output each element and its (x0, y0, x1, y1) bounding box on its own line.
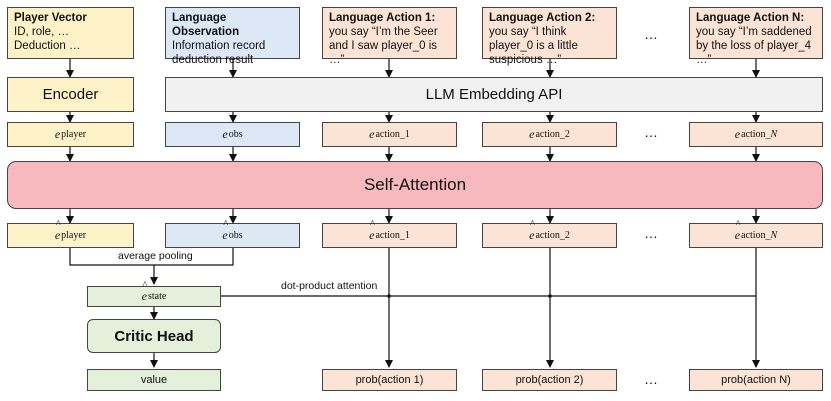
language-observation-input: Language Observation Information record … (165, 7, 300, 66)
embedding-action-1-index: 1 (404, 129, 410, 140)
embedding-action-1-prefix: action_ (375, 129, 405, 140)
input-ellipsis: … (644, 26, 659, 42)
contextual-embedding-action-1-prefix: action_ (375, 230, 405, 241)
player-vector-input: Player Vector ID, role, … Deduction … (7, 7, 134, 59)
contextual-embedding-action-1-index: 1 (404, 230, 410, 241)
prob-action-n-output: prob(action N) (689, 369, 823, 391)
embedding-action-1-symbol: e (369, 127, 375, 141)
language-action-n-text: you say “I’m saddened by the loss of pla… (696, 26, 812, 66)
language-action-n-input: Language Action N: you say “I’m saddened… (689, 7, 823, 66)
embedding-action-n-symbol: e (734, 127, 741, 141)
encoder-module: Encoder (7, 77, 134, 112)
language-action-1-input: Language Action 1: you say “I’m the Seer… (322, 7, 457, 66)
embedding-action-2-index: 2 (564, 129, 570, 140)
language-action-2-title: Language Action 2: (489, 12, 596, 24)
contextual-embedding-action-n-prefix: action_ (741, 230, 771, 241)
contextual-embedding-action-2-symbol: e (529, 219, 535, 243)
language-action-1-title: Language Action 1: (329, 12, 436, 24)
embedding-action-n-prefix: action_ (741, 129, 771, 140)
embedding-action-2-symbol: e (529, 127, 535, 141)
language-action-2-text: you say “I think player_0 is a little su… (489, 26, 578, 66)
embedding-player-symbol: e (54, 127, 61, 141)
language-action-n-title: Language Action N: (696, 12, 805, 24)
contextual-embedding-action-1-symbol: e (369, 219, 375, 243)
average-pooling-label: average pooling (118, 250, 193, 262)
language-observation-line-2: deduction result (172, 54, 254, 66)
state-embedding-subscript: state (148, 291, 167, 302)
output-ellipsis: … (644, 371, 659, 387)
value-output: value (87, 369, 221, 391)
player-vector-line-2: Deduction … (14, 40, 81, 52)
language-observation-title: Language Observation (172, 12, 240, 38)
language-action-1-text: you say “I’m the Seer and I saw player_0… (329, 26, 438, 66)
language-action-2-input: Language Action 2: you say “I think play… (482, 7, 617, 66)
contextual-embedding-action-2-prefix: action_ (535, 230, 565, 241)
embedding-obs-symbol: e (222, 127, 228, 141)
embedding-action-n-index: N (770, 129, 778, 140)
contextual-embedding-player-symbol: e (55, 219, 61, 243)
embedding-ellipsis: … (644, 124, 659, 140)
llm-embedding-api-module: LLM Embedding API (165, 77, 823, 112)
prob-action-1-output: prob(action 1) (322, 369, 457, 391)
embedding-player-subscript: player (61, 129, 87, 140)
language-observation-line-1: Information record (172, 40, 266, 52)
self-attention-module: Self-Attention (7, 161, 823, 209)
player-vector-line-1: ID, role, … (14, 26, 69, 38)
contextual-embedding-player-subscript: player (61, 230, 87, 241)
contextual-embedding-action-2-index: 2 (564, 230, 570, 241)
player-vector-title: Player Vector (14, 12, 87, 24)
contextual-embedding-obs-subscript: obs (228, 230, 243, 241)
embedding-action-2-prefix: action_ (535, 129, 565, 140)
contextual-embedding-ellipsis: … (644, 225, 659, 241)
contextual-embedding-action-n-index: N (770, 230, 778, 241)
critic-head-module: Critic Head (87, 319, 221, 353)
prob-action-2-output: prob(action 2) (482, 369, 617, 391)
embedding-obs-subscript: obs (228, 129, 243, 140)
state-embedding-symbol: e (142, 280, 148, 304)
contextual-embedding-obs-symbol: e (222, 219, 228, 243)
contextual-embedding-action-n-symbol: e (735, 219, 741, 243)
dot-product-attention-label: dot-product attention (281, 280, 378, 292)
